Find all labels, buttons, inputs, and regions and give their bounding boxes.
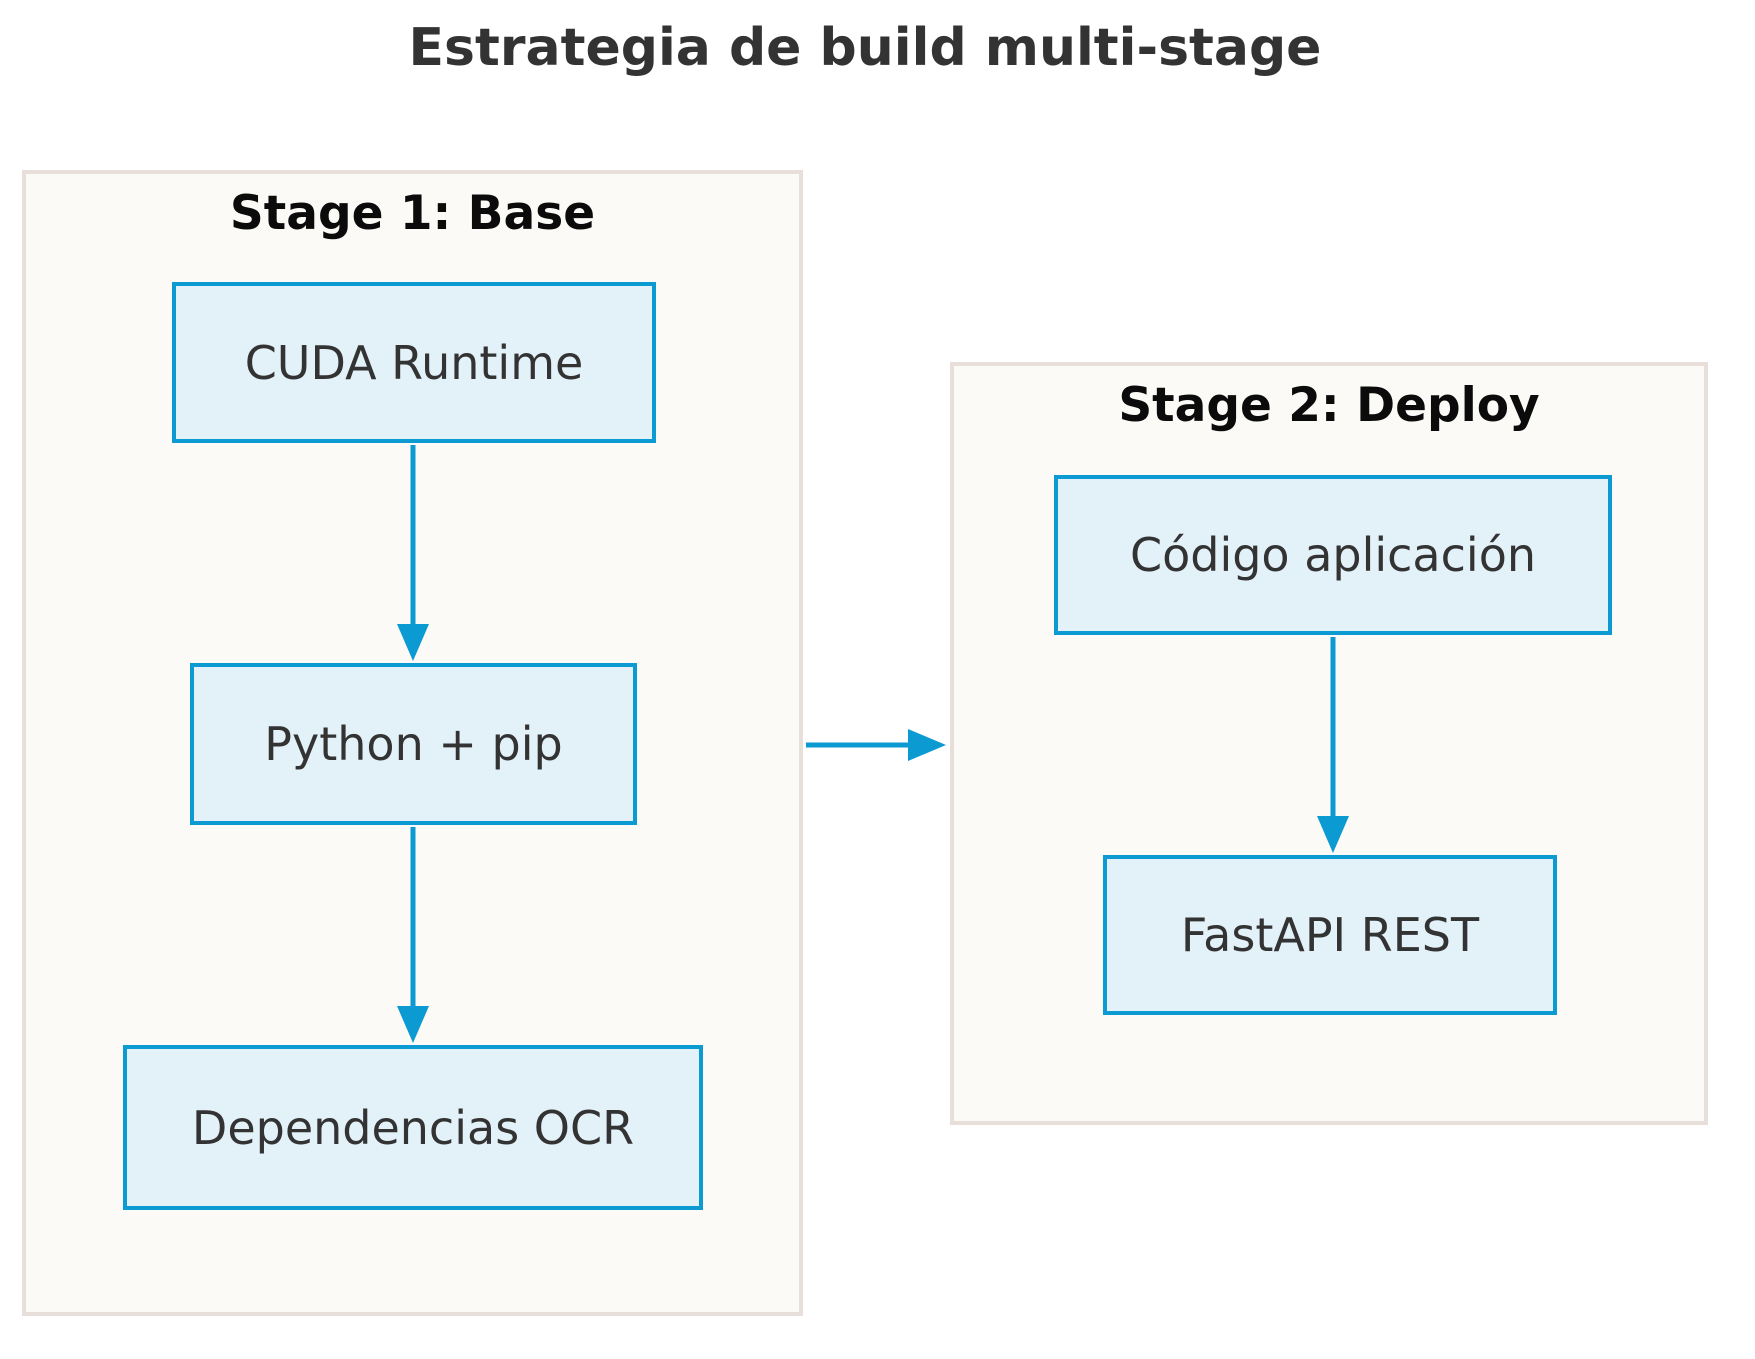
cluster-stage2-label: Stage 2: Deploy	[1118, 378, 1540, 433]
diagram-title: Estrategia de build multi-stage	[408, 18, 1322, 78]
node-cuda-runtime: CUDA Runtime	[172, 282, 656, 443]
node-codigo-aplicacion: Código aplicación	[1054, 475, 1612, 635]
node-dependencias-ocr: Dependencias OCR	[123, 1045, 703, 1210]
node-fastapi-rest: FastAPI REST	[1103, 855, 1557, 1015]
edge-stage1-to-stage2-arrowhead-icon	[908, 729, 946, 761]
cluster-stage1-label: Stage 1: Base	[229, 186, 596, 241]
node-python-pip: Python + pip	[190, 663, 637, 825]
